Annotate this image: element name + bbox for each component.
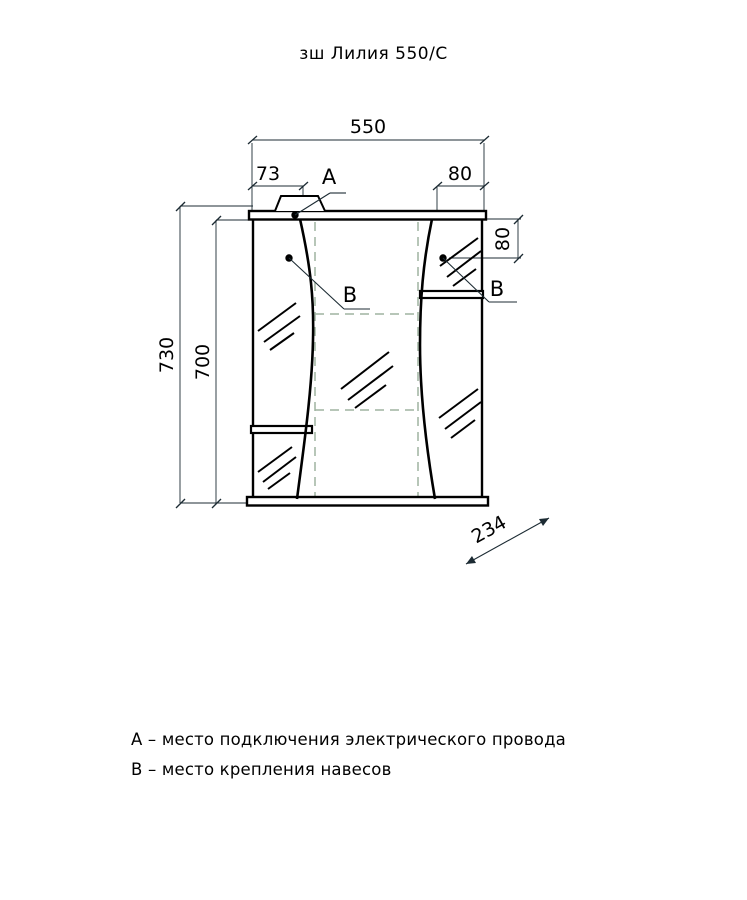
cabinet-outline [245, 195, 490, 507]
mirror-edge-right [418, 218, 437, 500]
bottom-bar [245, 495, 490, 507]
callout-b-right: B [439, 254, 517, 303]
mirror-edge-left [295, 218, 315, 500]
dimension-ticks [175, 135, 524, 509]
dim-label-right-offset: 80 [448, 163, 472, 185]
callout-a: A [291, 165, 346, 219]
dim-label-door-height: 700 [192, 344, 214, 380]
dim-label-right-vertical: 80 [492, 227, 514, 251]
callout-b-left: B [285, 254, 370, 310]
lamp-housing [274, 195, 326, 212]
dim-label-height: 730 [156, 337, 178, 373]
callout-a-label: A [322, 165, 337, 189]
depth-dimension: 234 [465, 511, 550, 565]
dim-label-width: 550 [350, 116, 386, 138]
mirror-reflection-hatching [257, 237, 482, 490]
callout-b-right-label: B [490, 277, 504, 301]
left-shelf-bar [249, 424, 314, 435]
dim-label-left-offset: 73 [256, 163, 280, 185]
legend-line-a: A – место подключения электрического про… [131, 730, 566, 749]
hidden-shelf-outline [314, 222, 419, 500]
legend-line-b: B – место крепления навесов [131, 760, 392, 779]
top-cornice-bar [247, 209, 488, 221]
callout-b-left-label: B [343, 283, 357, 307]
page-title: зш Лилия 550/С [299, 44, 448, 64]
dimension-network [179, 139, 521, 504]
right-shelf-bar [418, 289, 485, 300]
